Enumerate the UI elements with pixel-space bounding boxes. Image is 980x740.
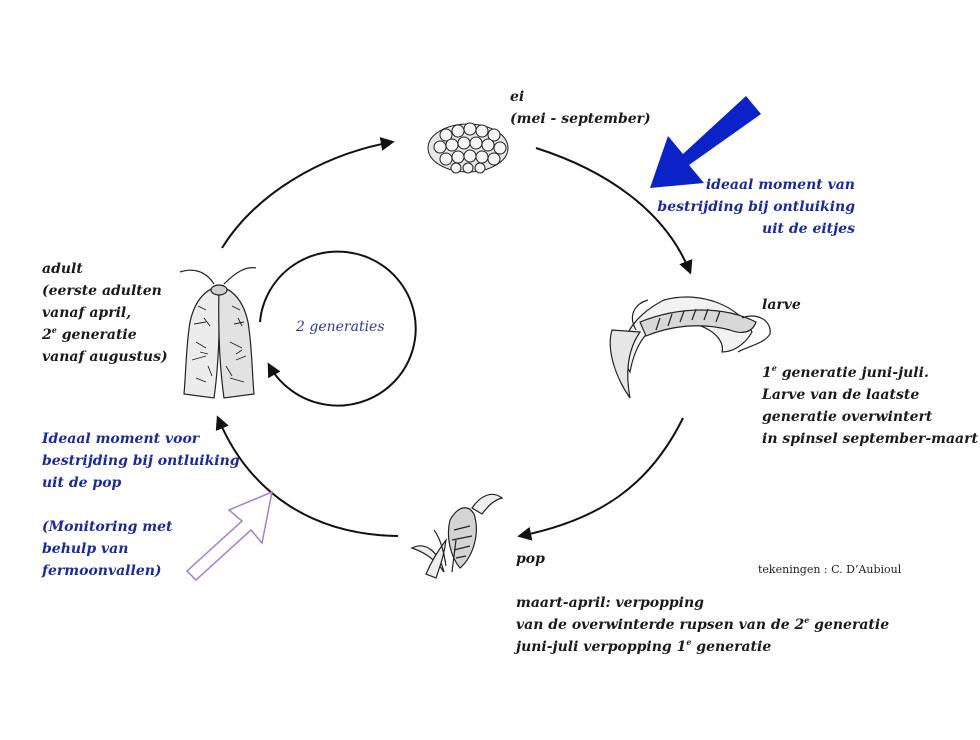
egg-control-line: bestrijding bij ontluiking: [657, 199, 855, 215]
adult-control-line: bestrijding bij ontluiking: [42, 453, 240, 469]
monitoring-line: (Monitoring met: [42, 519, 173, 535]
larva-note-line: generatie overwintert: [762, 409, 933, 425]
pupa-icon: [410, 493, 504, 579]
adult-control-note: Ideaal moment voor bestrijding bij ontlu…: [42, 428, 240, 494]
adult-note-line: vanaf april,: [42, 305, 132, 321]
adult-stage-title: adult: [42, 261, 83, 277]
arrow-adult-to-egg: [221, 137, 395, 249]
larva-icon: [609, 296, 771, 399]
adult-note-line: 2e generatie: [42, 325, 137, 343]
adult-note-line: vanaf augustus): [42, 349, 168, 365]
egg-control-line: uit de eitjes: [762, 221, 855, 237]
egg-stage-title: ei: [510, 89, 525, 105]
larva-note-line: Larve van de laatste: [762, 387, 920, 403]
larva-note: 1e generatie juni-juli. Larve van de laa…: [762, 362, 978, 450]
larva-stage-title: larve: [762, 297, 801, 313]
pupa-note-line: juni-juli verpopping 1e generatie: [516, 637, 772, 655]
adult-control-line: Ideaal moment voor: [42, 431, 200, 447]
monitoring-line: fermoonvallen): [42, 563, 162, 579]
egg-cluster-icon: [427, 122, 509, 174]
arrow-pupa-to-adult: [215, 415, 399, 537]
egg-control-line: ideaal moment van: [705, 177, 855, 193]
generations-label: 2 generaties: [296, 319, 385, 335]
adult-moth-icon: [179, 267, 257, 399]
larva-note-line: in spinsel september-maart: [762, 431, 978, 447]
monitoring-line: behulp van: [42, 541, 129, 557]
larva-note-line: 1e generatie juni-juli.: [762, 363, 929, 381]
adult-note: adult (eerste adulten vanaf april, 2e ge…: [42, 258, 168, 368]
arrow-larva-to-pupa: [517, 417, 684, 541]
adult-control-line: uit de pop: [42, 475, 122, 491]
pupa-stage-title: pop: [516, 551, 545, 567]
egg-stage-period: (mei - september): [510, 111, 651, 127]
adult-note-line: (eerste adulten: [42, 283, 162, 299]
generations-loop: [259, 250, 417, 407]
pupa-note: maart-april: verpopping van de overwinte…: [516, 592, 889, 658]
monitoring-arrow-icon: [185, 490, 274, 582]
egg-control-note: ideaal moment van bestrijding bij ontlui…: [657, 174, 855, 240]
pupa-note-line: maart-april: verpopping: [516, 595, 704, 611]
pupa-note-line: van de overwinterde rupsen van de 2e gen…: [516, 615, 890, 633]
control-arrow-egg-icon: [650, 96, 761, 188]
monitoring-note: (Monitoring met behulp van fermoonvallen…: [42, 516, 172, 582]
illustration-credit: tekeningen : C. D’Aubioul: [758, 563, 902, 576]
arrow-egg-to-larva: [535, 147, 693, 275]
